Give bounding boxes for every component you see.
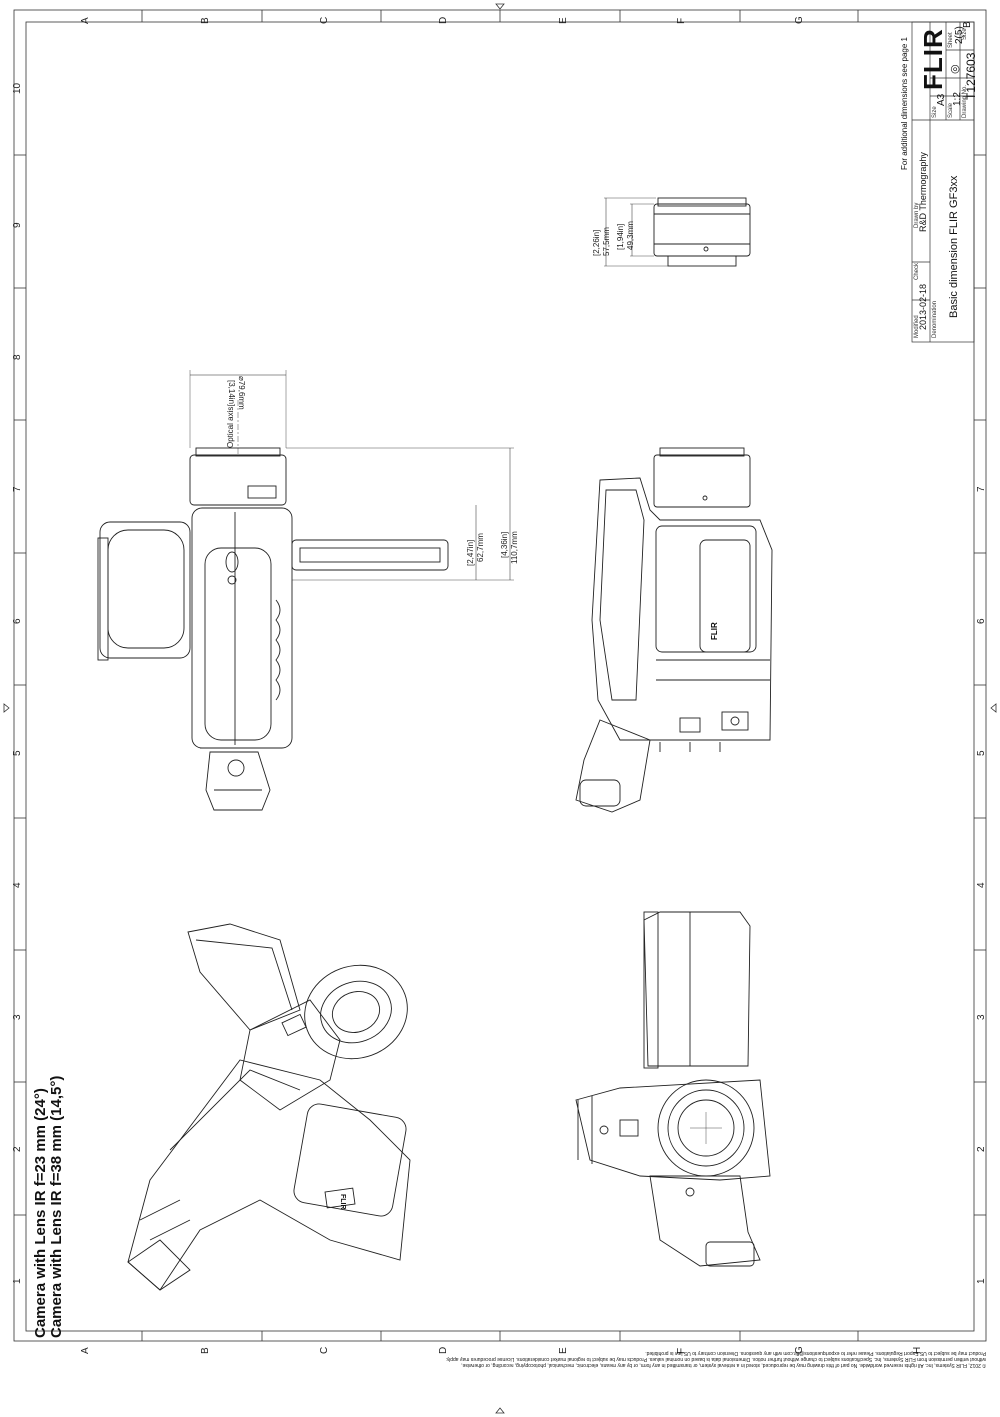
zone-row-4-right: 4	[976, 882, 987, 888]
height-2-mm: 110,7mm	[510, 531, 519, 564]
rev-label: Size	[962, 28, 968, 40]
drawn-by-value: R&D Thermography	[918, 152, 928, 232]
inner-frame	[25, 21, 975, 1332]
copyright-line-2: without written permission from FLIR Sys…	[445, 1356, 986, 1362]
copyright-line-1: © 2012, FLIR Systems, Inc. All rights re…	[461, 1362, 986, 1368]
lens-length-1-in: [2,26in]	[592, 229, 601, 256]
zone-row-5-left: 5	[12, 750, 23, 756]
zone-col-a-top: A	[80, 17, 91, 24]
zone-col-f-top: F	[676, 17, 687, 24]
projection-icon: ◎	[949, 64, 961, 74]
front-view-camera	[97, 370, 514, 811]
lens-diameter-mm: ⌀79,6mm	[237, 376, 246, 410]
zone-row-9-left: 9	[12, 222, 23, 228]
height-1-mm: 62,7mm	[476, 533, 485, 562]
lens-length-2-in: [1,94in]	[616, 223, 625, 250]
size-value: A3	[936, 93, 947, 106]
top-view-camera	[575, 911, 771, 1267]
height-2-in: [4,36in]	[500, 531, 509, 558]
title-block-frame	[911, 21, 975, 343]
zone-row-7-right: 7	[976, 486, 987, 492]
zone-row-6-left: 6	[12, 618, 23, 624]
zone-row-3-right: 3	[976, 1014, 987, 1020]
size-label: Size	[932, 106, 938, 118]
drawing-number: T127603	[964, 52, 978, 100]
zone-row-1-left: 1	[12, 1278, 23, 1284]
optical-axis-label: Optical axis	[226, 406, 235, 448]
zone-row-8-left: 8	[12, 354, 23, 360]
height-1-in: [2,47in]	[466, 539, 475, 566]
check-label: Check	[914, 262, 920, 280]
camera-logo-iso: FLIR	[339, 1194, 346, 1210]
flir-brand-logo: FLIR	[918, 28, 948, 90]
zone-row-5-right: 5	[976, 750, 987, 756]
copyright-notice: © 2012, FLIR Systems, Inc. All rights re…	[26, 1350, 986, 1368]
lens-diameter-in: [3,14in]	[227, 380, 236, 407]
zone-row-6-right: 6	[976, 618, 987, 624]
zone-row-2-left: 2	[12, 1146, 23, 1152]
zone-col-b-top: B	[200, 17, 211, 24]
zone-row-10-left: 10	[12, 82, 23, 94]
lens-length-2-mm: 49,3mm	[626, 221, 635, 250]
caption-line-2: Camera with Lens IR f=38 mm (14,5°)	[48, 1075, 65, 1338]
zone-row-2-right: 2	[976, 1146, 987, 1152]
lens-length-1-mm: 57,5mm	[602, 227, 611, 256]
camera-logo-side: FLIR	[710, 622, 719, 640]
side-view-camera	[575, 447, 773, 813]
zone-col-e-top: E	[558, 17, 569, 24]
isometric-view-camera	[127, 923, 411, 1291]
modified-date: 2013-02-18	[918, 283, 928, 330]
zone-col-c-top: C	[319, 16, 330, 24]
outer-frame	[13, 9, 987, 1342]
title-note: For additional dimensions see page 1	[900, 37, 909, 170]
zone-row-7-left: 7	[12, 486, 23, 492]
zone-col-d-top: D	[438, 16, 449, 24]
rev-value: B	[962, 21, 973, 28]
denomination-value: Basic dimension FLIR GF3xx	[948, 175, 960, 318]
lens-detail-view	[604, 197, 751, 267]
caption-line-1: Camera with Lens IR f=23 mm (24°)	[32, 1088, 49, 1338]
zone-row-1-right: 1	[976, 1278, 987, 1284]
zone-col-g-top: G	[794, 16, 805, 24]
denomination-label: Denomination	[932, 300, 938, 338]
zone-row-4-left: 4	[12, 882, 23, 888]
zone-row-3-left: 3	[12, 1014, 23, 1020]
